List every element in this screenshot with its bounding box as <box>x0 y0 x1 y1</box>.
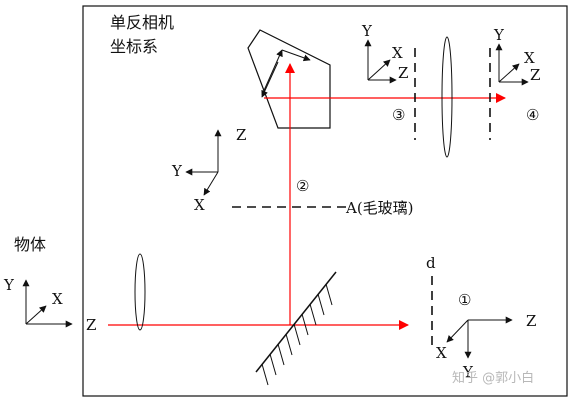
gg-axis-y-label: Y <box>171 162 183 180</box>
object-axis-z-label: Z <box>86 316 96 334</box>
camera-body-frame <box>82 5 568 397</box>
object-coordinate-axes <box>22 279 73 328</box>
eyepiece-lens <box>441 36 453 158</box>
prism-reflection-arrow-up <box>261 49 283 96</box>
camera-title-line2: 坐标系 <box>110 37 158 56</box>
path-marker-1: ① <box>458 291 471 309</box>
object-axis-x-label: X <box>52 290 63 308</box>
p3-axis-z-label: Z <box>398 64 408 82</box>
pentaprism <box>247 29 331 129</box>
reflex-mirror <box>255 271 337 386</box>
object-axis-y-label: Y <box>3 276 15 294</box>
img-axis-y-label: Y <box>462 363 474 381</box>
path-marker-2: ② <box>296 177 309 195</box>
watermark: 知乎 @郭小白 <box>452 370 534 386</box>
img-axis-z-label: Z <box>526 312 536 330</box>
plane-3-coordinate-axes <box>364 39 397 84</box>
img-axis-x-label: X <box>436 344 447 362</box>
gg-axis-z-label: Z <box>236 126 246 144</box>
ground-glass-coordinate-axes <box>185 129 222 196</box>
p3-axis-x-label: X <box>392 44 403 62</box>
p4-axis-y-label: Y <box>493 26 505 44</box>
path-marker-4: ④ <box>526 106 539 124</box>
ground-glass-label: A(毛玻璃) <box>345 199 414 217</box>
plane-4-coordinate-axes <box>495 43 529 86</box>
p4-axis-z-label: Z <box>530 66 540 84</box>
objective-lens <box>134 253 146 331</box>
image-coordinate-axes <box>446 316 513 359</box>
camera-title-line1: 单反相机 <box>110 13 174 32</box>
gg-axis-x-label: X <box>194 196 205 214</box>
prism-reflection-arrow-right <box>281 49 311 62</box>
p3-axis-y-label: Y <box>361 22 373 40</box>
prism-reflection-arrow-down <box>261 61 279 98</box>
object-label: 物体 <box>14 235 46 254</box>
p4-axis-x-label: X <box>524 49 535 67</box>
aperture-label: d <box>426 254 436 272</box>
path-marker-3: ③ <box>392 106 405 124</box>
